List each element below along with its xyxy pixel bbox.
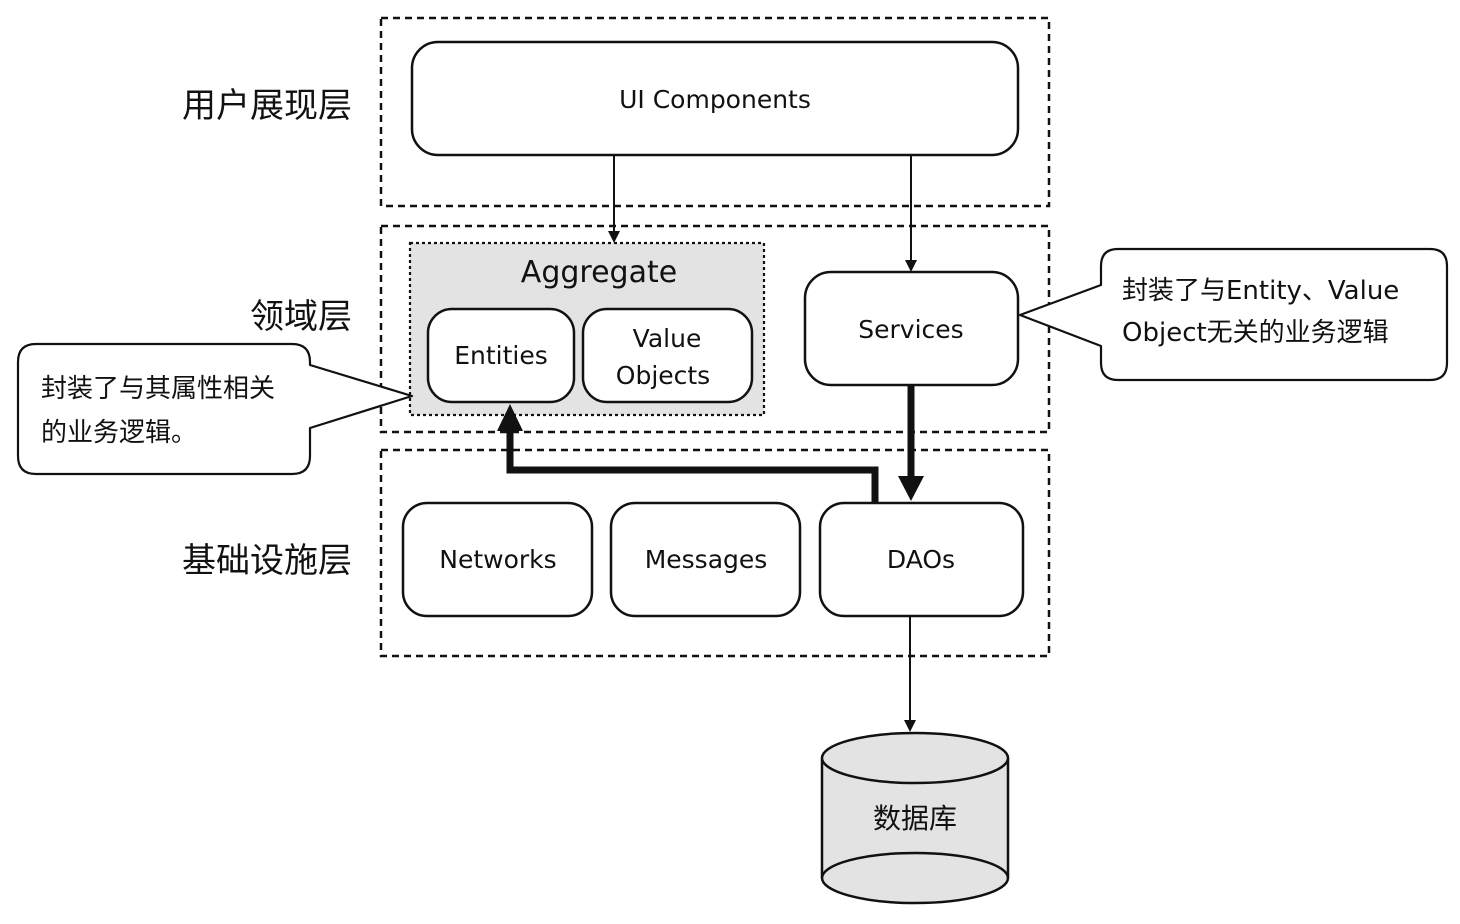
services-label: Services — [858, 315, 963, 344]
left-callout — [16, 342, 414, 476]
ui-components-box — [410, 40, 1020, 157]
entities-box — [426, 307, 576, 404]
right-callout — [1018, 247, 1449, 382]
domain-layer-label: 领域层 — [250, 297, 352, 337]
services-to-daos-arrowhead — [898, 476, 924, 501]
ui-components-label: UI Components — [619, 85, 811, 114]
aggregate-label: Aggregate — [521, 255, 677, 290]
domain-layer-frame — [379, 224, 1051, 434]
daos-box — [818, 501, 1025, 618]
database-cylinder-top — [820, 731, 1010, 785]
right-callout-line1: 封装了与Entity、Value — [1122, 276, 1399, 306]
right-callout-line2: Object无关的业务逻辑 — [1122, 318, 1389, 348]
value-objects-label-line2: Objects — [616, 361, 710, 390]
entities-label: Entities — [454, 341, 548, 370]
value-objects-box — [581, 307, 754, 404]
left-callout-line1: 封装了与其属性相关 — [41, 374, 275, 404]
messages-box — [609, 501, 802, 618]
messages-label: Messages — [645, 545, 768, 574]
left-callout-line2: 的业务逻辑。 — [41, 418, 197, 448]
services-box — [803, 270, 1020, 387]
networks-label: Networks — [439, 545, 556, 574]
database-cylinder-body — [820, 758, 1010, 905]
presentation-layer-frame — [379, 16, 1051, 208]
database-label: 数据库 — [873, 802, 957, 835]
daos-to-entities-arrowhead — [497, 404, 523, 431]
value-objects-label-line1: Value — [633, 324, 702, 353]
daos-label: DAOs — [887, 545, 955, 574]
presentation-layer-label: 用户展现层 — [182, 86, 352, 126]
daos-to-entities-arrow-line — [506, 428, 879, 502]
database-cylinder-bottom-edge — [820, 851, 1010, 879]
networks-box — [401, 501, 594, 618]
infrastructure-layer-frame — [379, 448, 1051, 658]
infrastructure-layer-label: 基础设施层 — [182, 541, 352, 581]
